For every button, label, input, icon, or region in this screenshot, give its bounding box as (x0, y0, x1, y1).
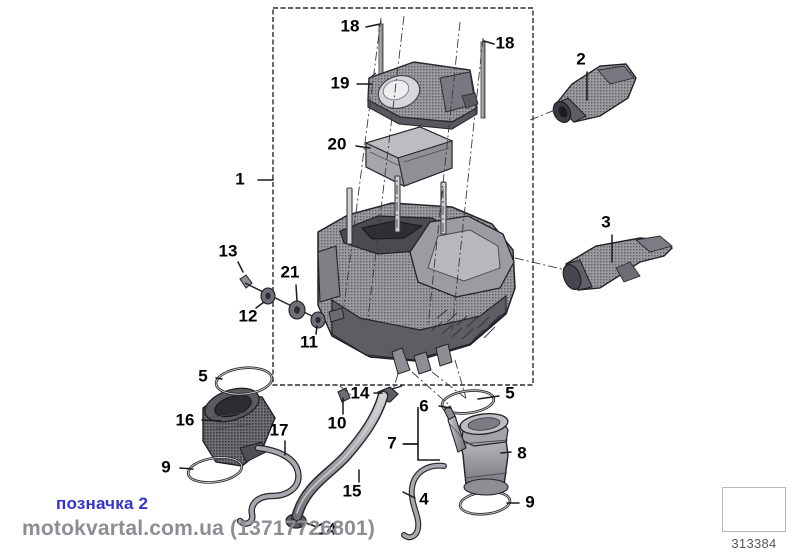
figure-id-box (722, 487, 786, 532)
part-5-o-ring-upper-left (214, 366, 274, 396)
part-21-rubber-mount (288, 300, 306, 320)
part-17-drain-hose (236, 444, 302, 527)
callout-18b: 18 (496, 33, 515, 52)
callout-21: 21 (281, 262, 300, 281)
watermark-note-blue: позначка 2 (56, 494, 149, 513)
callout-7: 7 (387, 433, 396, 452)
callout-12: 12 (239, 306, 258, 325)
callout-8: 8 (517, 443, 526, 462)
part-8-intake-funnel (456, 413, 509, 496)
part-13-bolt (239, 274, 321, 321)
figure-id-number: 313384 (731, 536, 777, 551)
callout-4: 4 (419, 489, 429, 508)
callout-2: 2 (576, 49, 585, 68)
callout-17: 17 (270, 420, 289, 439)
part-3-intake-duct (562, 235, 674, 291)
callout-6: 6 (419, 396, 428, 415)
callout-14b: 14 (318, 519, 337, 538)
callout-5b: 5 (505, 383, 514, 402)
callout-1: 1 (235, 169, 244, 188)
callout-9b: 9 (525, 492, 534, 511)
callout-13: 13 (219, 241, 238, 260)
callout-11: 11 (300, 332, 318, 351)
callout-15: 15 (343, 481, 362, 500)
callout-labels: 1 2 3 4 5 5 6 7 8 9 9 10 11 12 13 14 14 … (161, 16, 610, 538)
callout-9a: 9 (161, 457, 170, 476)
callout-14a: 14 (351, 383, 370, 402)
part-15-breather-hose (291, 390, 389, 522)
part-2-intake-snorkel (552, 63, 637, 123)
leader-lines (179, 23, 613, 528)
callout-19: 19 (331, 73, 350, 92)
construction-lines (339, 15, 567, 405)
part-1-airbox-housing (317, 175, 516, 375)
part-19-airbox-lid (367, 61, 479, 130)
part-10-rivet-clip (337, 387, 351, 403)
callout-10: 10 (328, 413, 347, 432)
part-6-screw (443, 405, 467, 453)
callout-5a: 5 (198, 366, 207, 385)
part-4-vent-hose (401, 462, 447, 541)
callout-20: 20 (328, 134, 347, 153)
callout-3: 3 (601, 212, 610, 231)
assembly-boundary-box (272, 7, 534, 386)
part-20-filter-cartridge (364, 126, 454, 188)
part-5-o-ring-right (440, 389, 496, 415)
part-9-o-ring-lower-left (186, 456, 244, 484)
callout-18a: 18 (341, 16, 360, 35)
part-12-spacer (260, 287, 276, 305)
callout-16: 16 (176, 410, 195, 429)
watermark-site-grey: motokvartal.com.ua (13717726801) (22, 517, 376, 540)
part-11-grommet (310, 311, 326, 329)
